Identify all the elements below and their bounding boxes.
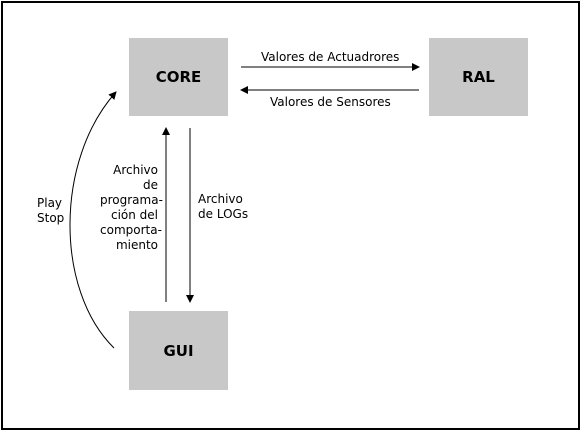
gui-label: GUI [163, 341, 194, 360]
edge-label-actuators: Valores de Actuadrores [261, 50, 400, 64]
edge-label-sensors: Valores de Sensores [270, 95, 391, 109]
core-label: CORE [155, 68, 202, 86]
edge-label-play-stop: Play Stop [37, 196, 65, 225]
arrow-play-stop [69, 91, 117, 349]
ral-node: RAL [429, 38, 528, 116]
edge-label-program-file: Archivo de programa-ción del comporta-mi… [100, 163, 163, 252]
edge-label-log-file: Archivo de LOGs [198, 192, 249, 221]
ral-label: RAL [462, 68, 495, 86]
core-node: CORE [129, 38, 228, 116]
gui-node: GUI [129, 311, 228, 390]
